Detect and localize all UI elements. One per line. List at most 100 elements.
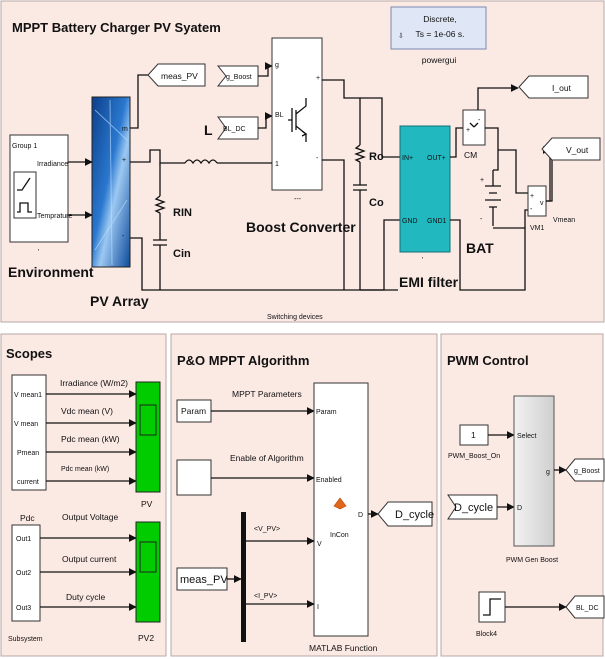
svg-text:Param: Param: [316, 409, 337, 416]
cm-label: CM: [464, 150, 477, 160]
svg-text:GND: GND: [402, 218, 418, 225]
co-label: Co: [369, 197, 384, 209]
environment-label: Environment: [8, 264, 94, 280]
bl-dc-from-tag[interactable]: BL_DC: [217, 116, 259, 140]
scope-signal-output-current: Output current: [62, 554, 117, 564]
mppt-parameters-label: MPPT Parameters: [232, 389, 302, 399]
pv-scope-block[interactable]: [135, 381, 161, 493]
svg-text:Discrete,: Discrete,: [423, 14, 457, 24]
svg-text:D: D: [358, 512, 363, 519]
vmean-label: Vmean: [553, 217, 575, 224]
svg-text:V mean1: V mean1: [14, 392, 42, 399]
svg-text:meas_PV: meas_PV: [180, 574, 228, 586]
enable-block[interactable]: [176, 459, 212, 496]
matlab-logo-icon: [333, 497, 347, 510]
svg-text:Enabled: Enabled: [316, 477, 342, 484]
battery-label: BAT: [466, 240, 494, 256]
meas-pv-from-tag[interactable]: meas_PV: [176, 567, 228, 591]
bus-selector[interactable]: [241, 512, 246, 642]
svg-text:v: v: [540, 200, 544, 207]
svg-text:OUT+: OUT+: [427, 155, 446, 162]
svg-text:InCon: InCon: [330, 532, 349, 539]
environment-block[interactable]: Group 1 Irradiance Temprature: [9, 134, 73, 243]
bl-dc-goto-tag[interactable]: BL_DC: [565, 595, 605, 619]
powergui-block[interactable]: Discrete, Ts = 1e-06 s. ⇩: [390, 6, 487, 50]
svg-text:V mean: V mean: [14, 421, 38, 428]
d-cycle-from-tag[interactable]: D_cycle: [447, 494, 498, 520]
enable-algorithm-label: Enable of Algorithm: [230, 453, 304, 463]
emi-dash: ': [422, 257, 423, 264]
svg-text:D_cycle: D_cycle: [395, 509, 434, 521]
svg-text:Select: Select: [517, 433, 537, 440]
pv2-scope-block[interactable]: [135, 521, 161, 623]
svg-text:-: -: [530, 206, 533, 213]
svg-text:-: -: [316, 155, 319, 162]
powergui-label: powergui: [422, 55, 457, 65]
svg-text:g_Boost: g_Boost: [574, 468, 600, 475]
d-cycle-goto-tag[interactable]: D_cycle: [377, 501, 434, 527]
pwm-boost-on-label: PWM_Boost_On: [448, 453, 500, 460]
po-title: P&O MPPT Algorithm: [177, 353, 309, 368]
block4-label: Block4: [476, 631, 497, 638]
g-boost-from-tag[interactable]: g_Boost: [216, 65, 259, 87]
svg-text:current: current: [17, 479, 39, 486]
svg-text:1: 1: [275, 161, 279, 168]
v-out-goto-tag[interactable]: V_out: [541, 137, 601, 161]
svg-text:D_cycle: D_cycle: [454, 502, 493, 514]
environment-dot: ': [38, 249, 39, 256]
scope-signal-irradiance: Irradiance (W/m2): [60, 378, 128, 388]
svg-text:BL_DC: BL_DC: [576, 605, 599, 612]
svg-text:V: V: [317, 541, 322, 548]
pwm-gen-boost-block[interactable]: Select D g: [513, 395, 555, 547]
battery-block[interactable]: + -: [480, 170, 501, 226]
inductor-l: [184, 159, 218, 165]
svg-text:D: D: [517, 505, 522, 512]
pwm-gen-boost-label: PWM Gen Boost: [506, 557, 558, 564]
block4-step[interactable]: [478, 591, 506, 623]
meas-pv-goto-tag[interactable]: meas_PV: [147, 63, 206, 87]
svg-text:g: g: [275, 62, 279, 69]
svg-text:Ts = 1e-06 s.: Ts = 1e-06 s.: [416, 29, 465, 39]
matlab-function-label: MATLAB Function: [309, 643, 378, 653]
svg-text:m: m: [122, 126, 128, 133]
cin-label: Cin: [173, 248, 191, 260]
svg-text:-: -: [122, 233, 125, 240]
emi-filter-block[interactable]: IN+ OUT+ GND GND1: [399, 125, 451, 253]
matlab-function-block[interactable]: Param Enabled V I D InCon: [313, 382, 369, 637]
scopes-title: Scopes: [6, 346, 52, 361]
svg-text:-: -: [478, 117, 481, 124]
v-pv-signal-label: <V_PV>: [254, 526, 280, 533]
pv-array-block[interactable]: m + -: [91, 96, 131, 268]
current-measurement-block[interactable]: + -: [462, 109, 486, 146]
svg-text:+: +: [316, 75, 320, 82]
svg-text:-: -: [480, 216, 483, 223]
powergui-icon: ⇩: [398, 32, 404, 40]
svg-text:Group 1: Group 1: [12, 143, 37, 150]
svg-text:Pmean: Pmean: [17, 450, 39, 457]
svg-text:+: +: [480, 177, 484, 184]
scope-signal-pdc-2: Pdc mean (kW): [61, 466, 109, 473]
pv-array-label: PV Array: [90, 293, 149, 309]
switching-devices-label: Switching devices: [267, 314, 323, 321]
scope-signal-pdc: Pdc mean (kW): [61, 434, 120, 444]
i-out-goto-tag[interactable]: I_out: [518, 75, 589, 99]
scopes-subsystem-2[interactable]: Out1 Out2 Out3: [11, 524, 41, 622]
svg-text:meas_PV: meas_PV: [161, 71, 198, 81]
pwm-boost-on-constant[interactable]: 1: [459, 424, 489, 446]
i-pv-signal-label: <I_PV>: [254, 593, 277, 600]
pwm-title: PWM Control: [447, 353, 529, 368]
svg-text:I: I: [317, 604, 319, 611]
boost-converter-block[interactable]: g BL 1 + -: [271, 37, 323, 191]
rin-label: RIN: [173, 207, 192, 219]
svg-text:BL: BL: [275, 112, 284, 119]
g-boost-goto-tag[interactable]: g_Boost: [565, 458, 605, 482]
svg-text:+: +: [122, 157, 126, 164]
vm1-label: VM1: [530, 225, 545, 232]
param-block[interactable]: Param: [176, 399, 212, 423]
boost-converter-label: Boost Converter: [246, 219, 356, 235]
pdc-label: Pdc: [20, 513, 35, 523]
voltage-measurement-block[interactable]: + - v: [527, 185, 547, 217]
scopes-subsystem-1[interactable]: V mean1 V mean Pmean current: [11, 374, 47, 491]
po-panel: [170, 333, 438, 657]
svg-text:g: g: [546, 469, 550, 476]
